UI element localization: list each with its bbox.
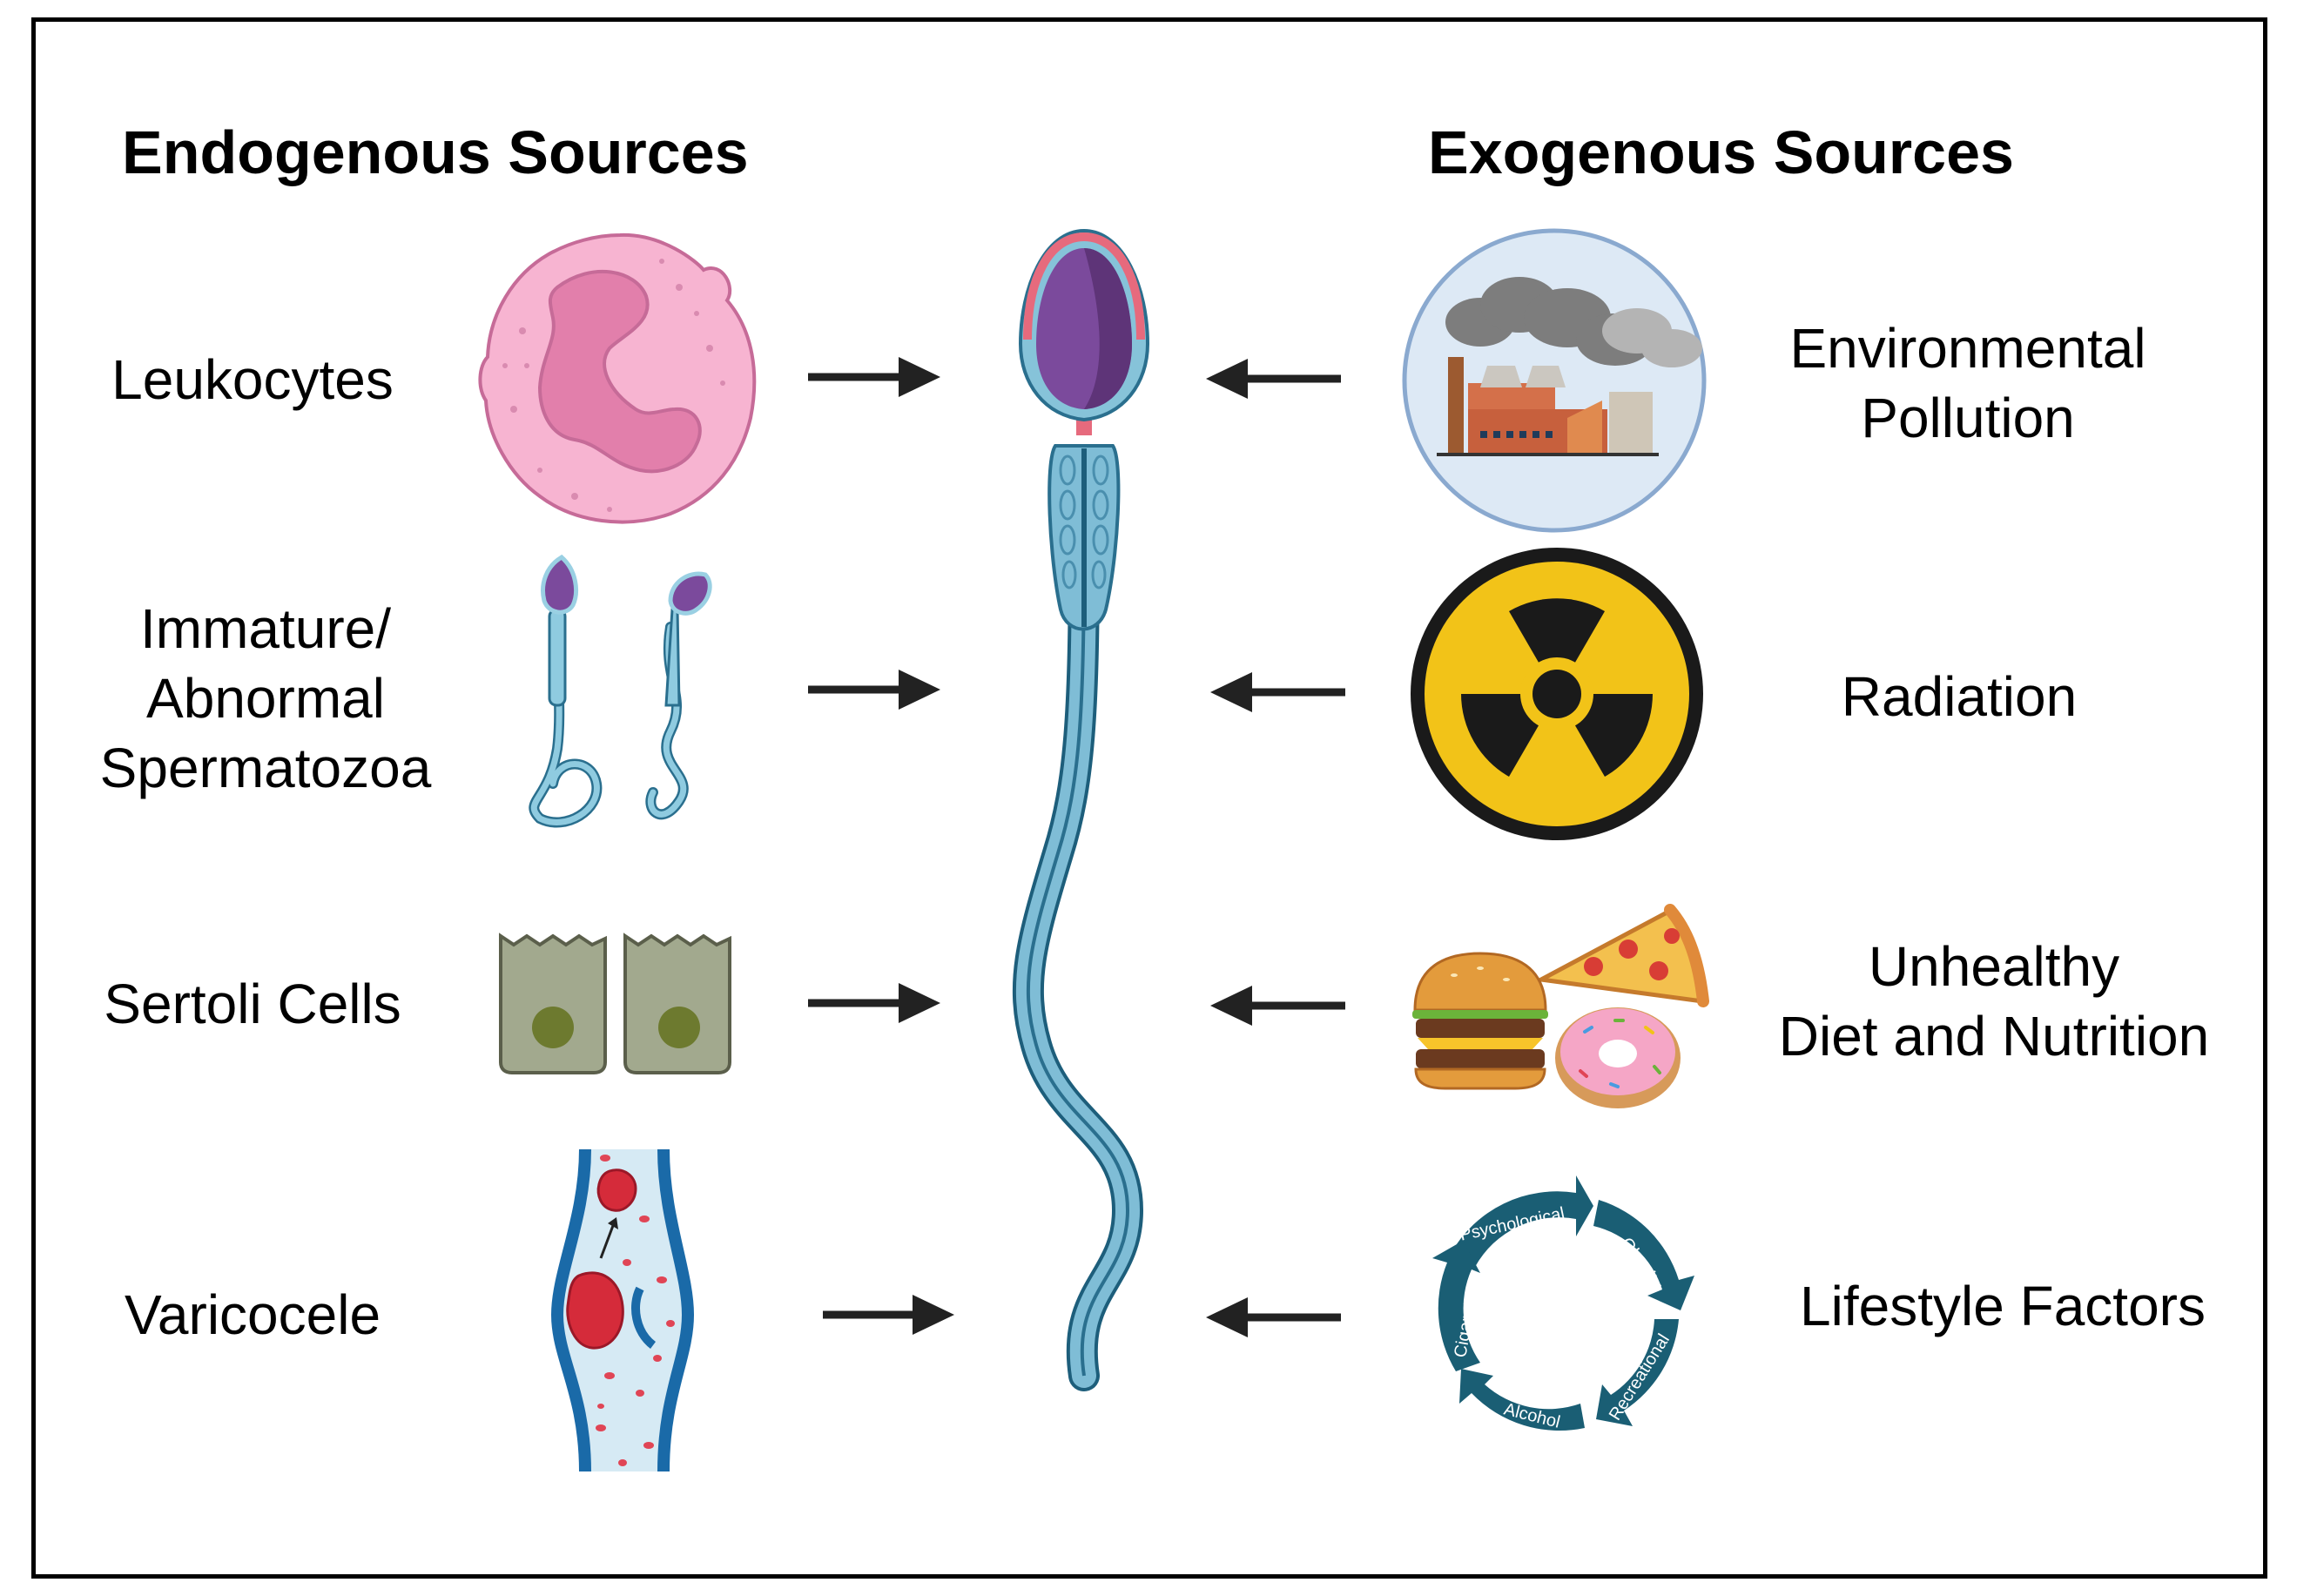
label-line: Diet and Nutrition <box>1778 1005 2210 1067</box>
label-lifestyle-factors: Lifestyle Factors <box>1759 1271 2246 1341</box>
arrow-varicocele <box>823 1295 954 1335</box>
arrow-leukocytes <box>808 357 940 397</box>
cycle-segment-obesity <box>1593 1200 1694 1310</box>
label-line: Radiation <box>1841 665 2078 728</box>
arrow-lifestyle-factors <box>1206 1297 1341 1337</box>
label-line: Spermatozoa <box>99 737 432 799</box>
label-line: Unhealthy <box>1868 935 2120 998</box>
label-line: Abnormal <box>146 667 385 730</box>
label-line: Leukocytes <box>111 348 394 411</box>
junk-food-icon <box>1412 904 1709 1108</box>
endogenous-header: Endogenous Sources <box>122 118 749 186</box>
label-line: Environmental <box>1789 317 2146 380</box>
label-line: Immature/ <box>139 597 392 660</box>
varicocele-icon <box>550 1148 695 1472</box>
label-radiation: Radiation <box>1785 662 2133 731</box>
leukocyte-icon <box>478 232 757 524</box>
arrow-abnormal-spermatozoa <box>808 670 940 710</box>
label-abnormal-spermatozoa: Immature/ Abnormal Spermatozoa <box>70 594 461 803</box>
arrow-environmental-pollution <box>1206 359 1341 399</box>
exogenous-header: Exogenous Sources <box>1428 118 2014 186</box>
label-line: Sertoli Cells <box>104 973 401 1035</box>
cycle-segment-drugs <box>1596 1319 1679 1426</box>
label-environmental-pollution: Environmental Pollution <box>1750 313 2186 453</box>
label-varicocele: Varicocele <box>87 1280 418 1350</box>
label-line: Varicocele <box>124 1283 381 1346</box>
central-sperm-icon <box>1012 228 1150 1391</box>
label-line: Pollution <box>1861 387 2075 449</box>
sertoli-cells-icon <box>499 933 731 1074</box>
label-leukocytes: Leukocytes <box>87 345 418 414</box>
arrow-radiation <box>1210 672 1345 712</box>
arrow-sertoli-cells <box>808 983 940 1023</box>
cycle-segment-alcohol <box>1459 1369 1585 1431</box>
cycle-segment-smoking <box>1432 1241 1480 1371</box>
lifestyle-cycle-icon: Psychological stress Obesity Recreationa… <box>1432 1175 1694 1457</box>
abnormal-sperm-icon <box>529 554 712 828</box>
label-unhealthy-diet: Unhealthy Diet and Nutrition <box>1733 932 2255 1071</box>
factory-pollution-icon <box>1402 228 1707 533</box>
label-line: Lifestyle Factors <box>1800 1275 2206 1337</box>
radiation-icon <box>1411 548 1703 840</box>
cycle-segment-psych <box>1451 1175 1593 1267</box>
figure-frame <box>31 17 2267 1579</box>
arrow-unhealthy-diet <box>1210 986 1345 1026</box>
label-sertoli-cells: Sertoli Cells <box>70 969 435 1039</box>
